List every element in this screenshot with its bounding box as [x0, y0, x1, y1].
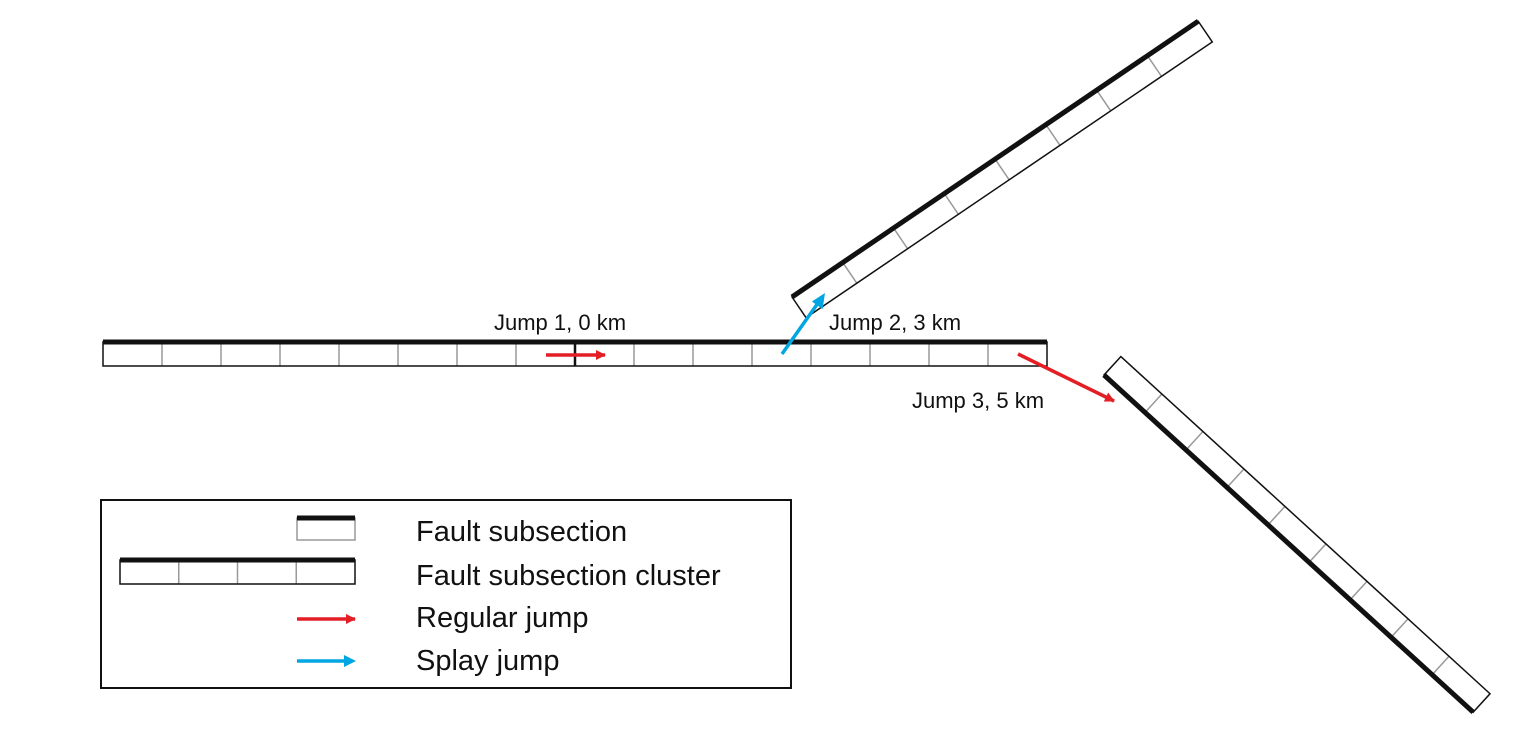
subsection-divider: [995, 160, 1010, 181]
lower-fault-trace: [1102, 373, 1475, 715]
legend-regular-label: Regular jump: [416, 602, 588, 634]
subsection-divider: [1145, 393, 1163, 412]
subsection-divider: [1268, 505, 1286, 524]
lower-fault-outline: [1102, 355, 1492, 714]
subsection-divider: [1097, 91, 1112, 112]
subsection-divider: [1350, 580, 1368, 599]
upper-fault-trace: [790, 19, 1200, 300]
legend-cluster-label: Fault subsection cluster: [416, 560, 721, 592]
subsection-divider: [843, 263, 858, 284]
subsection-divider: [944, 194, 960, 215]
subsection-divider: [1186, 430, 1204, 449]
legend-cluster-swatch: [119, 557, 356, 585]
legend-subsection-swatch: [296, 515, 356, 541]
legend-box: [100, 499, 792, 689]
legend-splay-label: Splay jump: [416, 645, 559, 677]
subsection-divider: [1046, 125, 1061, 146]
jump-3-label: Jump 3, 5 km: [912, 388, 1044, 413]
subsection-divider: [1432, 655, 1450, 674]
lower-fault: [1102, 355, 1492, 715]
upper-splay-fault: [790, 19, 1214, 319]
jump-3-arrow: [1017, 352, 1115, 403]
legend-splay-arrow: [297, 655, 356, 667]
subsection-divider: [1147, 56, 1163, 77]
jump-2-label: Jump 2, 3 km: [829, 310, 961, 335]
legend-subsection-label: Fault subsection: [416, 516, 627, 548]
main-fault: [102, 339, 1048, 367]
subsection-divider: [1391, 618, 1409, 637]
subsection-divider: [1309, 543, 1327, 562]
subsection-divider: [894, 229, 909, 250]
legend: Fault subsection Fault subsection cluste…: [100, 499, 792, 689]
subsection-divider: [1227, 468, 1245, 487]
jump-2-arrow: [780, 293, 825, 356]
jump-1-label: Jump 1, 0 km: [494, 310, 626, 335]
